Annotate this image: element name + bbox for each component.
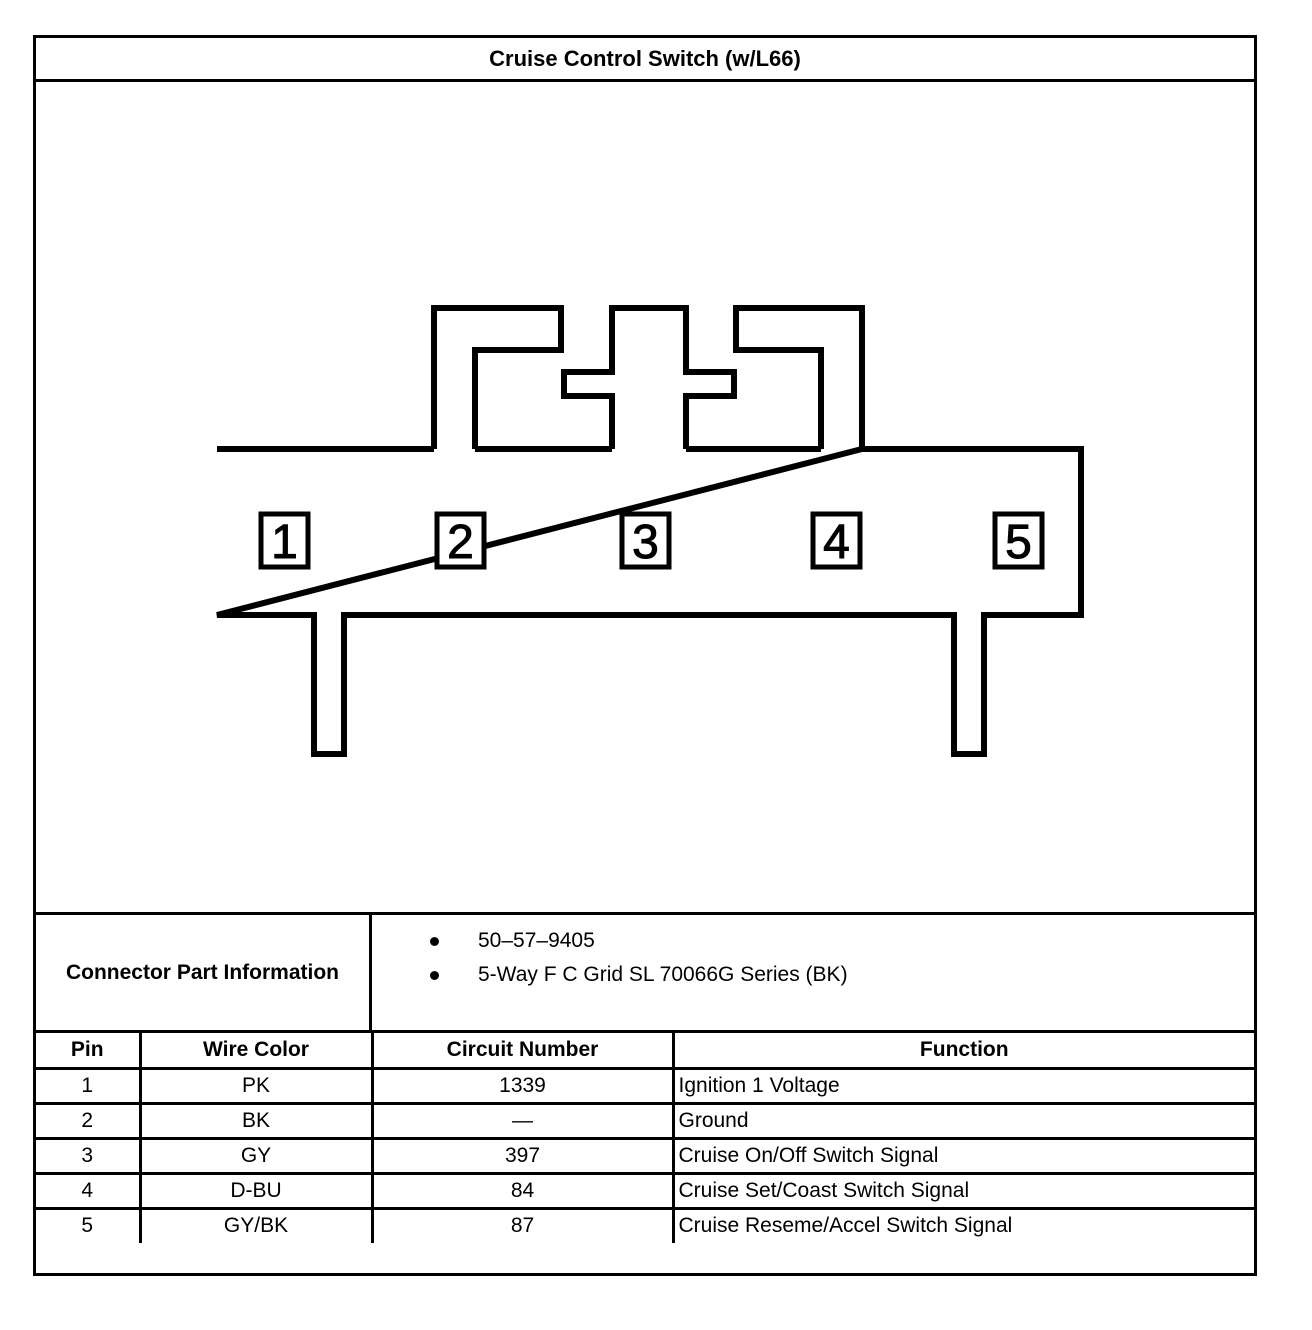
cell-wire-color: GY/BK (138, 1206, 374, 1243)
table-row: 3 GY 397 Cruise On/Off Switch Signal (36, 1136, 1254, 1175)
pin-label-3: 3 (632, 516, 659, 569)
center-key (561, 305, 737, 449)
pin-label-5: 5 (1005, 516, 1032, 569)
cell-pin: 4 (36, 1171, 142, 1210)
cell-pin: 5 (36, 1206, 142, 1243)
pin-label-2: 2 (447, 516, 474, 569)
cell-function: Ground (671, 1101, 1254, 1140)
cell-pin: 2 (36, 1101, 142, 1140)
table-row: 4 D-BU 84 Cruise Set/Coast Switch Signal (36, 1171, 1254, 1210)
part-info-item: 5-Way F C Grid SL 70066G Series (BK) (372, 961, 1254, 995)
connector-part-info-list: 50–57–9405 5-Way F C Grid SL 70066G Seri… (372, 915, 1254, 1042)
part-number: 50–57–9405 (478, 929, 595, 952)
cell-circuit-number: 397 (370, 1136, 675, 1175)
pin-table: Pin Wire Color Circuit Number Function 1… (36, 1033, 1254, 1243)
pin-cavity-2 (434, 511, 487, 570)
cell-function: Ignition 1 Voltage (671, 1066, 1254, 1105)
cell-pin: 1 (36, 1066, 142, 1105)
pin-table-header-row: Pin Wire Color Circuit Number Function (36, 1033, 1254, 1070)
cell-wire-color: BK (138, 1101, 374, 1140)
header-function: Function (671, 1033, 1254, 1070)
pin-cavity-3 (619, 511, 672, 570)
connector-diagram: 1 2 3 4 5 (36, 82, 1254, 915)
pin-cavity-5 (992, 511, 1045, 570)
cell-circuit-number: — (370, 1101, 675, 1140)
pin-label-4: 4 (823, 516, 850, 569)
header-circuit-number: Circuit Number (370, 1033, 675, 1070)
table-row: 1 PK 1339 Ignition 1 Voltage (36, 1066, 1254, 1105)
cell-function: Cruise Set/Coast Switch Signal (671, 1171, 1254, 1210)
connector-sheet: Cruise Control Switch (w/L66) 1 (33, 35, 1257, 1276)
cell-wire-color: PK (138, 1066, 374, 1105)
cell-function: Cruise Reseme/Accel Switch Signal (671, 1206, 1254, 1243)
cell-circuit-number: 87 (370, 1206, 675, 1243)
connector-part-info: Connector Part Information 50–57–9405 5-… (36, 915, 1254, 1033)
cell-wire-color: GY (138, 1136, 374, 1175)
bullet-icon (430, 971, 439, 980)
pin-label-1: 1 (271, 516, 298, 569)
cell-wire-color: D-BU (138, 1171, 374, 1210)
table-row: 2 BK — Ground (36, 1101, 1254, 1140)
connector-body (216, 446, 1084, 757)
connector-description: 5-Way F C Grid SL 70066G Series (BK) (478, 963, 848, 986)
pin-cavity-1 (258, 511, 311, 570)
cell-pin: 3 (36, 1136, 142, 1175)
cell-function: Cruise On/Off Switch Signal (671, 1136, 1254, 1175)
header-wire-color: Wire Color (138, 1033, 374, 1070)
sheet-title: Cruise Control Switch (w/L66) (36, 38, 1254, 82)
connector-face-drawing: 1 2 3 4 5 (216, 305, 1084, 757)
header-pin: Pin (36, 1033, 142, 1070)
table-row: 5 GY/BK 87 Cruise Reseme/Accel Switch Si… (36, 1206, 1254, 1243)
bullet-icon (430, 937, 439, 946)
pin-cavity-4 (810, 511, 863, 570)
cell-circuit-number: 84 (370, 1171, 675, 1210)
connector-part-info-label: Connector Part Information (36, 915, 372, 1030)
part-info-item: 50–57–9405 (372, 927, 1254, 961)
right-latch (733, 305, 865, 449)
cell-circuit-number: 1339 (370, 1066, 675, 1105)
left-latch (431, 305, 564, 449)
